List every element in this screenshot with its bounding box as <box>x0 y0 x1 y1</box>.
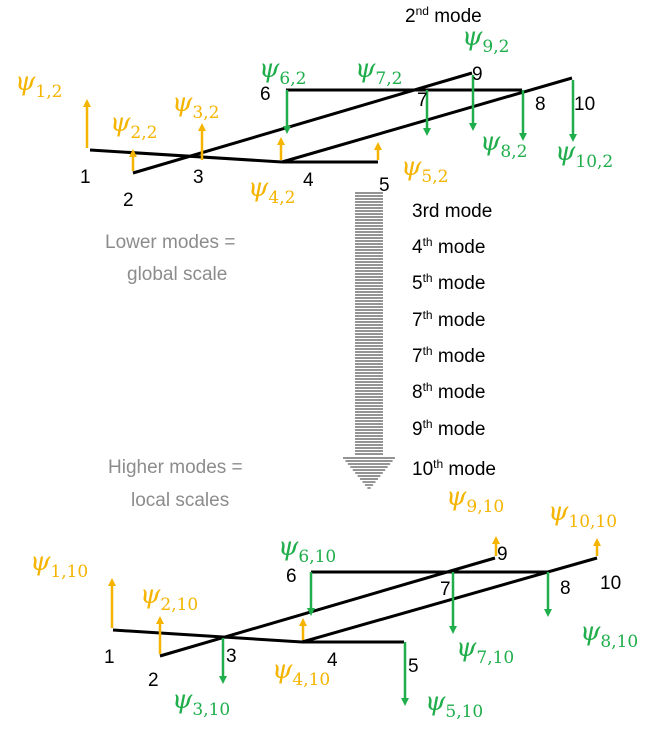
top-node-9: 9 <box>472 64 483 85</box>
top-node-8: 8 <box>535 94 546 115</box>
top-psi-labels: ψ1,2 ψ2,2 ψ3,2 ψ4,2 ψ5,2 ψ6,2 ψ7,2 ψ8,2 … <box>15 22 613 208</box>
top-psi-8: ψ8,2 <box>480 127 527 162</box>
bottom-node-6: 6 <box>286 566 297 587</box>
mode-item-9: 9th mode <box>412 417 485 440</box>
top-psi-1: ψ1,2 <box>15 67 62 102</box>
mode-item-7a: 7th mode <box>412 308 485 331</box>
top-node-2: 2 <box>123 190 134 211</box>
bottom-psi-9: ψ9,10 <box>446 482 504 517</box>
arrow-stripes <box>343 192 395 489</box>
bottom-psi-2: ψ2,10 <box>140 580 198 615</box>
top-structure: 1 2 3 4 5 6 7 8 9 10 ψ1,2 ψ2,2 ψ3,2 ψ4,2… <box>15 4 613 211</box>
top-psi-6: ψ6,2 <box>259 54 306 89</box>
bottom-node-3: 3 <box>226 646 237 667</box>
top-psi-9: ψ9,2 <box>462 22 509 57</box>
mode-item-8: 8th mode <box>412 380 485 403</box>
mode-item-10: 10th mode <box>412 457 496 480</box>
bottom-psi-10: ψ10,10 <box>548 497 617 532</box>
top-node-7: 7 <box>417 90 428 111</box>
top-node-4: 4 <box>303 170 314 191</box>
top-psi-2: ψ2,2 <box>110 108 157 143</box>
bottom-arrows <box>108 536 601 706</box>
note-higher-1: Higher modes = <box>108 457 243 478</box>
top-arrows <box>83 75 577 171</box>
bottom-psi-4: ψ4,10 <box>272 655 330 690</box>
bottom-structure: 1 2 3 4 5 6 7 8 9 10 ψ1,10 ψ2,10 ψ3,10 ψ… <box>30 482 638 722</box>
bottom-psi-6: ψ6,10 <box>278 532 336 567</box>
bottom-psi-1: ψ1,10 <box>30 547 88 582</box>
bottom-node-2: 2 <box>148 670 159 691</box>
top-node-6: 6 <box>260 84 271 105</box>
bottom-node-10: 10 <box>600 573 621 594</box>
mode-item-4: 4th mode <box>412 235 485 258</box>
bottom-node-labels: 1 2 3 4 5 6 7 8 9 10 <box>104 544 621 691</box>
top-psi-7: ψ7,2 <box>355 54 402 89</box>
mode-list: 3rd mode 4th mode 5th mode 7th mode 7th … <box>412 201 496 480</box>
top-psi-10: ψ10,2 <box>555 137 613 172</box>
bottom-member-1-4 <box>112 628 303 644</box>
mode-item-5: 5th mode <box>412 271 485 294</box>
bottom-node-1: 1 <box>104 647 115 668</box>
bottom-node-7: 7 <box>440 579 451 600</box>
top-node-3: 3 <box>193 167 204 188</box>
bottom-psi-8: ψ8,10 <box>580 617 638 652</box>
top-node-10: 10 <box>574 94 595 115</box>
top-node-1: 1 <box>80 167 91 188</box>
bottom-member-2-9 <box>159 556 496 658</box>
bottom-node-5: 5 <box>408 656 419 677</box>
mode-item-7b: 7th mode <box>412 344 485 367</box>
note-higher-2: local scales <box>131 490 229 511</box>
note-lower-1: Lower modes = <box>105 232 235 253</box>
bottom-node-9: 9 <box>497 544 508 565</box>
bottom-psi-5: ψ5,10 <box>425 687 483 722</box>
bottom-psi-7: ψ7,10 <box>456 633 514 668</box>
bottom-psi-3: ψ3,10 <box>172 685 230 720</box>
mode-item-3: 3rd mode <box>412 201 492 222</box>
mode-progression-arrow <box>343 192 395 489</box>
note-lower-2: global scale <box>127 264 227 285</box>
top-node-5: 5 <box>379 175 390 196</box>
top-mode-title: 2nd mode <box>405 4 482 27</box>
scale-notes: Lower modes = global scale Higher modes … <box>105 232 243 511</box>
bottom-node-8: 8 <box>560 578 571 599</box>
top-psi-4: ψ4,2 <box>248 173 295 208</box>
top-psi-3: ψ3,2 <box>172 88 219 123</box>
top-psi-5: ψ5,2 <box>401 152 448 187</box>
bottom-node-4: 4 <box>327 650 338 671</box>
top-node-labels: 1 2 3 4 5 6 7 8 9 10 <box>80 64 595 211</box>
